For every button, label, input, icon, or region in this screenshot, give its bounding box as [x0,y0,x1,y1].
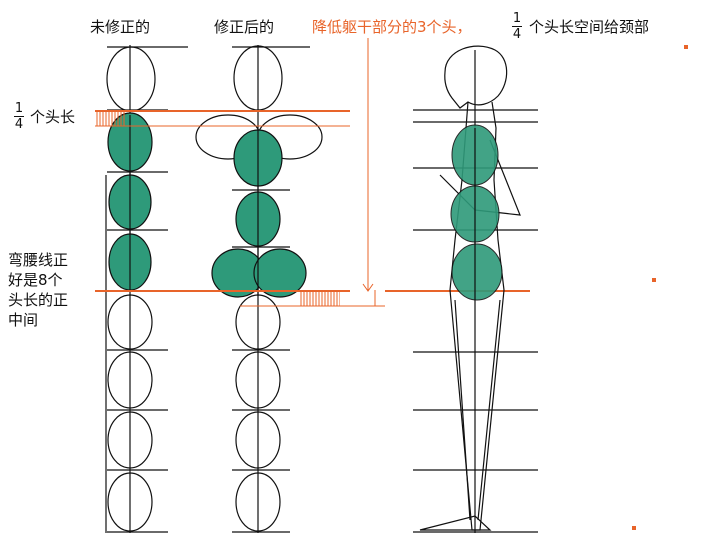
quarter-head-label: 个头长 [30,108,76,126]
corrected-label: 修正后的 [214,18,275,36]
uncorrected-head-5 [107,294,153,350]
uncorrected-head-7 [107,411,153,469]
side-fraction-denominator: 4 [14,117,24,132]
side-head-outline [444,45,508,109]
uncorrected-head-6 [107,351,153,409]
marker-3 [632,526,636,530]
side-pelvis [451,243,503,301]
waist-note: 弯腰线正 好是8个 头长的正 中间 [8,250,68,330]
uncorrected-head-1 [106,46,156,112]
uncorrected-head-8 [107,472,153,532]
corrected-head-8 [235,472,281,532]
corrected-head-7 [235,411,281,469]
side-leg-taper [454,299,501,521]
corrected-figure [195,45,323,533]
waist-note-line-3: 头长的正 [8,291,69,309]
uncorrected-label: 未修正的 [90,18,151,36]
quarter-head-hatch-left [95,112,125,126]
side-quarter-fraction: 1 4 [14,102,24,131]
side-fraction-bar [14,116,24,117]
fraction-numerator: 1 [512,11,522,26]
side-foot [419,515,492,531]
corrected-hip-right [253,248,307,298]
waist-note-line-1: 弯腰线正 [8,251,69,269]
orange-guides [95,38,530,307]
fraction-bar [512,26,522,27]
corrected-head-6 [235,351,281,409]
marker-1 [684,45,688,49]
fraction-denominator: 4 [512,27,522,42]
lower-torso-label: 降低躯干部分的3个头， [312,18,472,36]
header-quarter-fraction: 1 4 [512,12,522,41]
corrected-torso-heads [211,129,307,298]
side-torso-fill [450,124,503,301]
marker-2 [652,278,656,282]
waist-note-line-4: 中间 [8,311,39,329]
waist-note-line-2: 好是8个 [8,271,63,289]
side-fraction-numerator: 1 [14,101,24,116]
neck-space-label: 个头长空间给颈部 [529,18,650,36]
quarter-head-hatch-right [300,292,340,306]
